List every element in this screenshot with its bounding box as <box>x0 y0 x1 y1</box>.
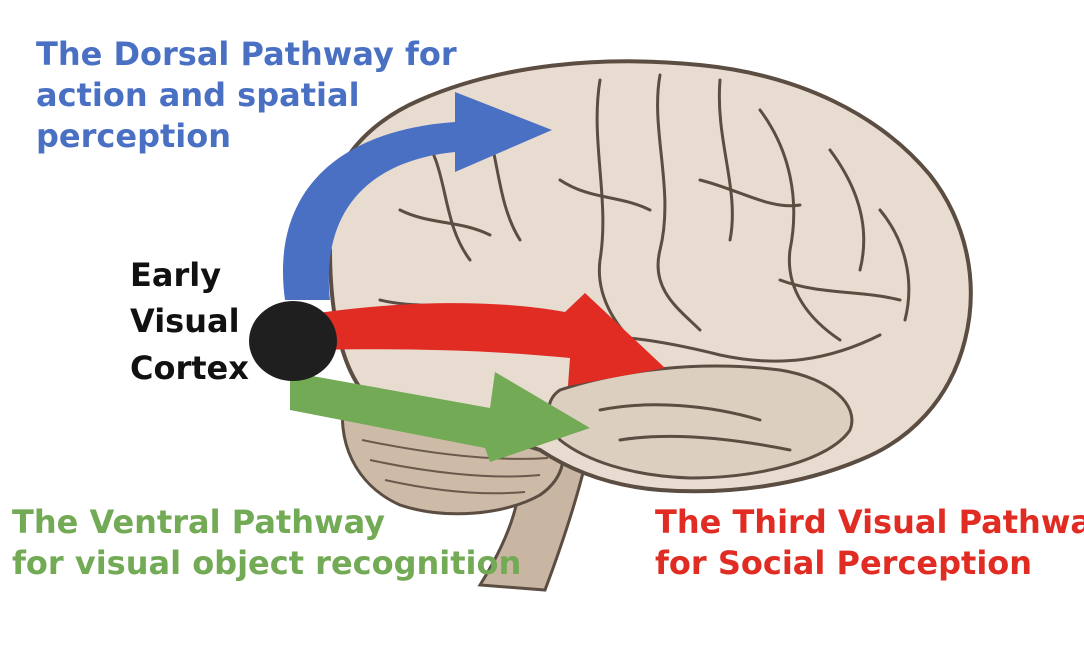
dorsal-arrow <box>282 92 552 300</box>
early-visual-cortex-node <box>249 301 337 381</box>
third-pathway-label: The Third Visual Pathway for Social Perc… <box>655 502 1084 584</box>
early-visual-cortex-label: Early Visual Cortex <box>130 252 249 391</box>
dorsal-pathway-label: The Dorsal Pathway for action and spatia… <box>36 34 457 157</box>
evc-label-line: Visual <box>130 302 240 341</box>
third-arrow <box>318 293 665 386</box>
ventral-arrow <box>290 372 590 462</box>
evc-label-line: Cortex <box>130 348 249 387</box>
ventral-label-line: The Ventral Pathway <box>12 503 386 541</box>
dorsal-label-line: The Dorsal Pathway for <box>36 35 457 73</box>
third-label-line: for Social Perception <box>655 543 1033 582</box>
temporal-lobe <box>547 364 854 480</box>
evc-label-line: Early <box>130 256 222 294</box>
dorsal-label-line: perception <box>36 116 231 155</box>
dorsal-label-line: action and spatial <box>36 75 360 114</box>
ventral-label-line: for visual object recognition <box>12 543 522 582</box>
third-label-line: The Third Visual Pathway <box>655 503 1084 541</box>
ventral-pathway-label: The Ventral Pathway for visual object re… <box>12 502 521 584</box>
